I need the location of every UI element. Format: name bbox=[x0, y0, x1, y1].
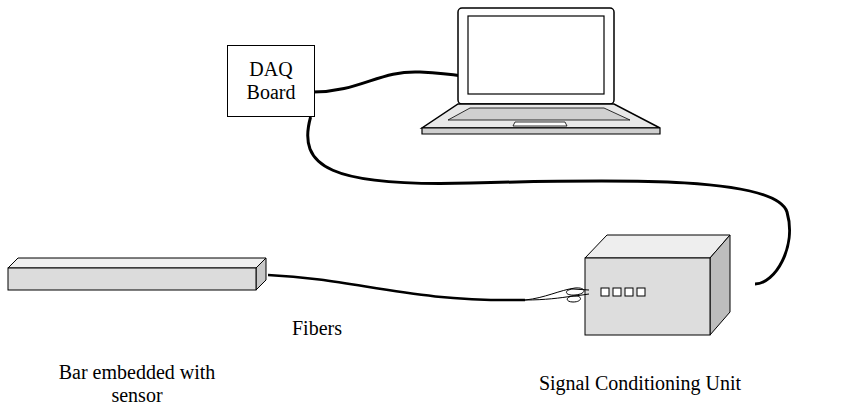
port-square bbox=[601, 288, 609, 296]
edge-label: Fibers bbox=[290, 317, 344, 340]
bar-end-face bbox=[256, 258, 266, 290]
laptop-edge bbox=[422, 128, 660, 134]
bar-front-face bbox=[8, 268, 256, 290]
cable-connector bbox=[268, 275, 525, 300]
bar-drawing bbox=[6, 255, 268, 361]
unit-side-face bbox=[710, 235, 730, 335]
node-label: Bar embedded with sensor bbox=[47, 361, 227, 407]
signal-conditioning-unit: Signal Conditioning Unit bbox=[525, 232, 755, 397]
laptop-keyboard bbox=[448, 108, 630, 120]
fiber-loop bbox=[525, 294, 589, 302]
scu-drawing bbox=[525, 232, 755, 372]
laptop-touchpad bbox=[513, 122, 567, 126]
sensor-bar: Bar embedded with sensor bbox=[6, 255, 268, 409]
daq-box: DAQ Board bbox=[227, 45, 315, 117]
port-square bbox=[637, 288, 645, 296]
unit-front-face bbox=[585, 258, 710, 335]
port-square bbox=[613, 288, 621, 296]
port-square bbox=[625, 288, 633, 296]
node-label: Signal Conditioning Unit bbox=[530, 372, 750, 395]
unit-top-face bbox=[585, 235, 730, 258]
laptop-lid bbox=[458, 8, 614, 104]
bar-top-face bbox=[8, 258, 266, 268]
node-label: DAQ Board bbox=[228, 58, 314, 104]
usb-cable bbox=[313, 72, 462, 92]
laptop-screen bbox=[468, 16, 604, 94]
laptop-base bbox=[422, 104, 660, 128]
